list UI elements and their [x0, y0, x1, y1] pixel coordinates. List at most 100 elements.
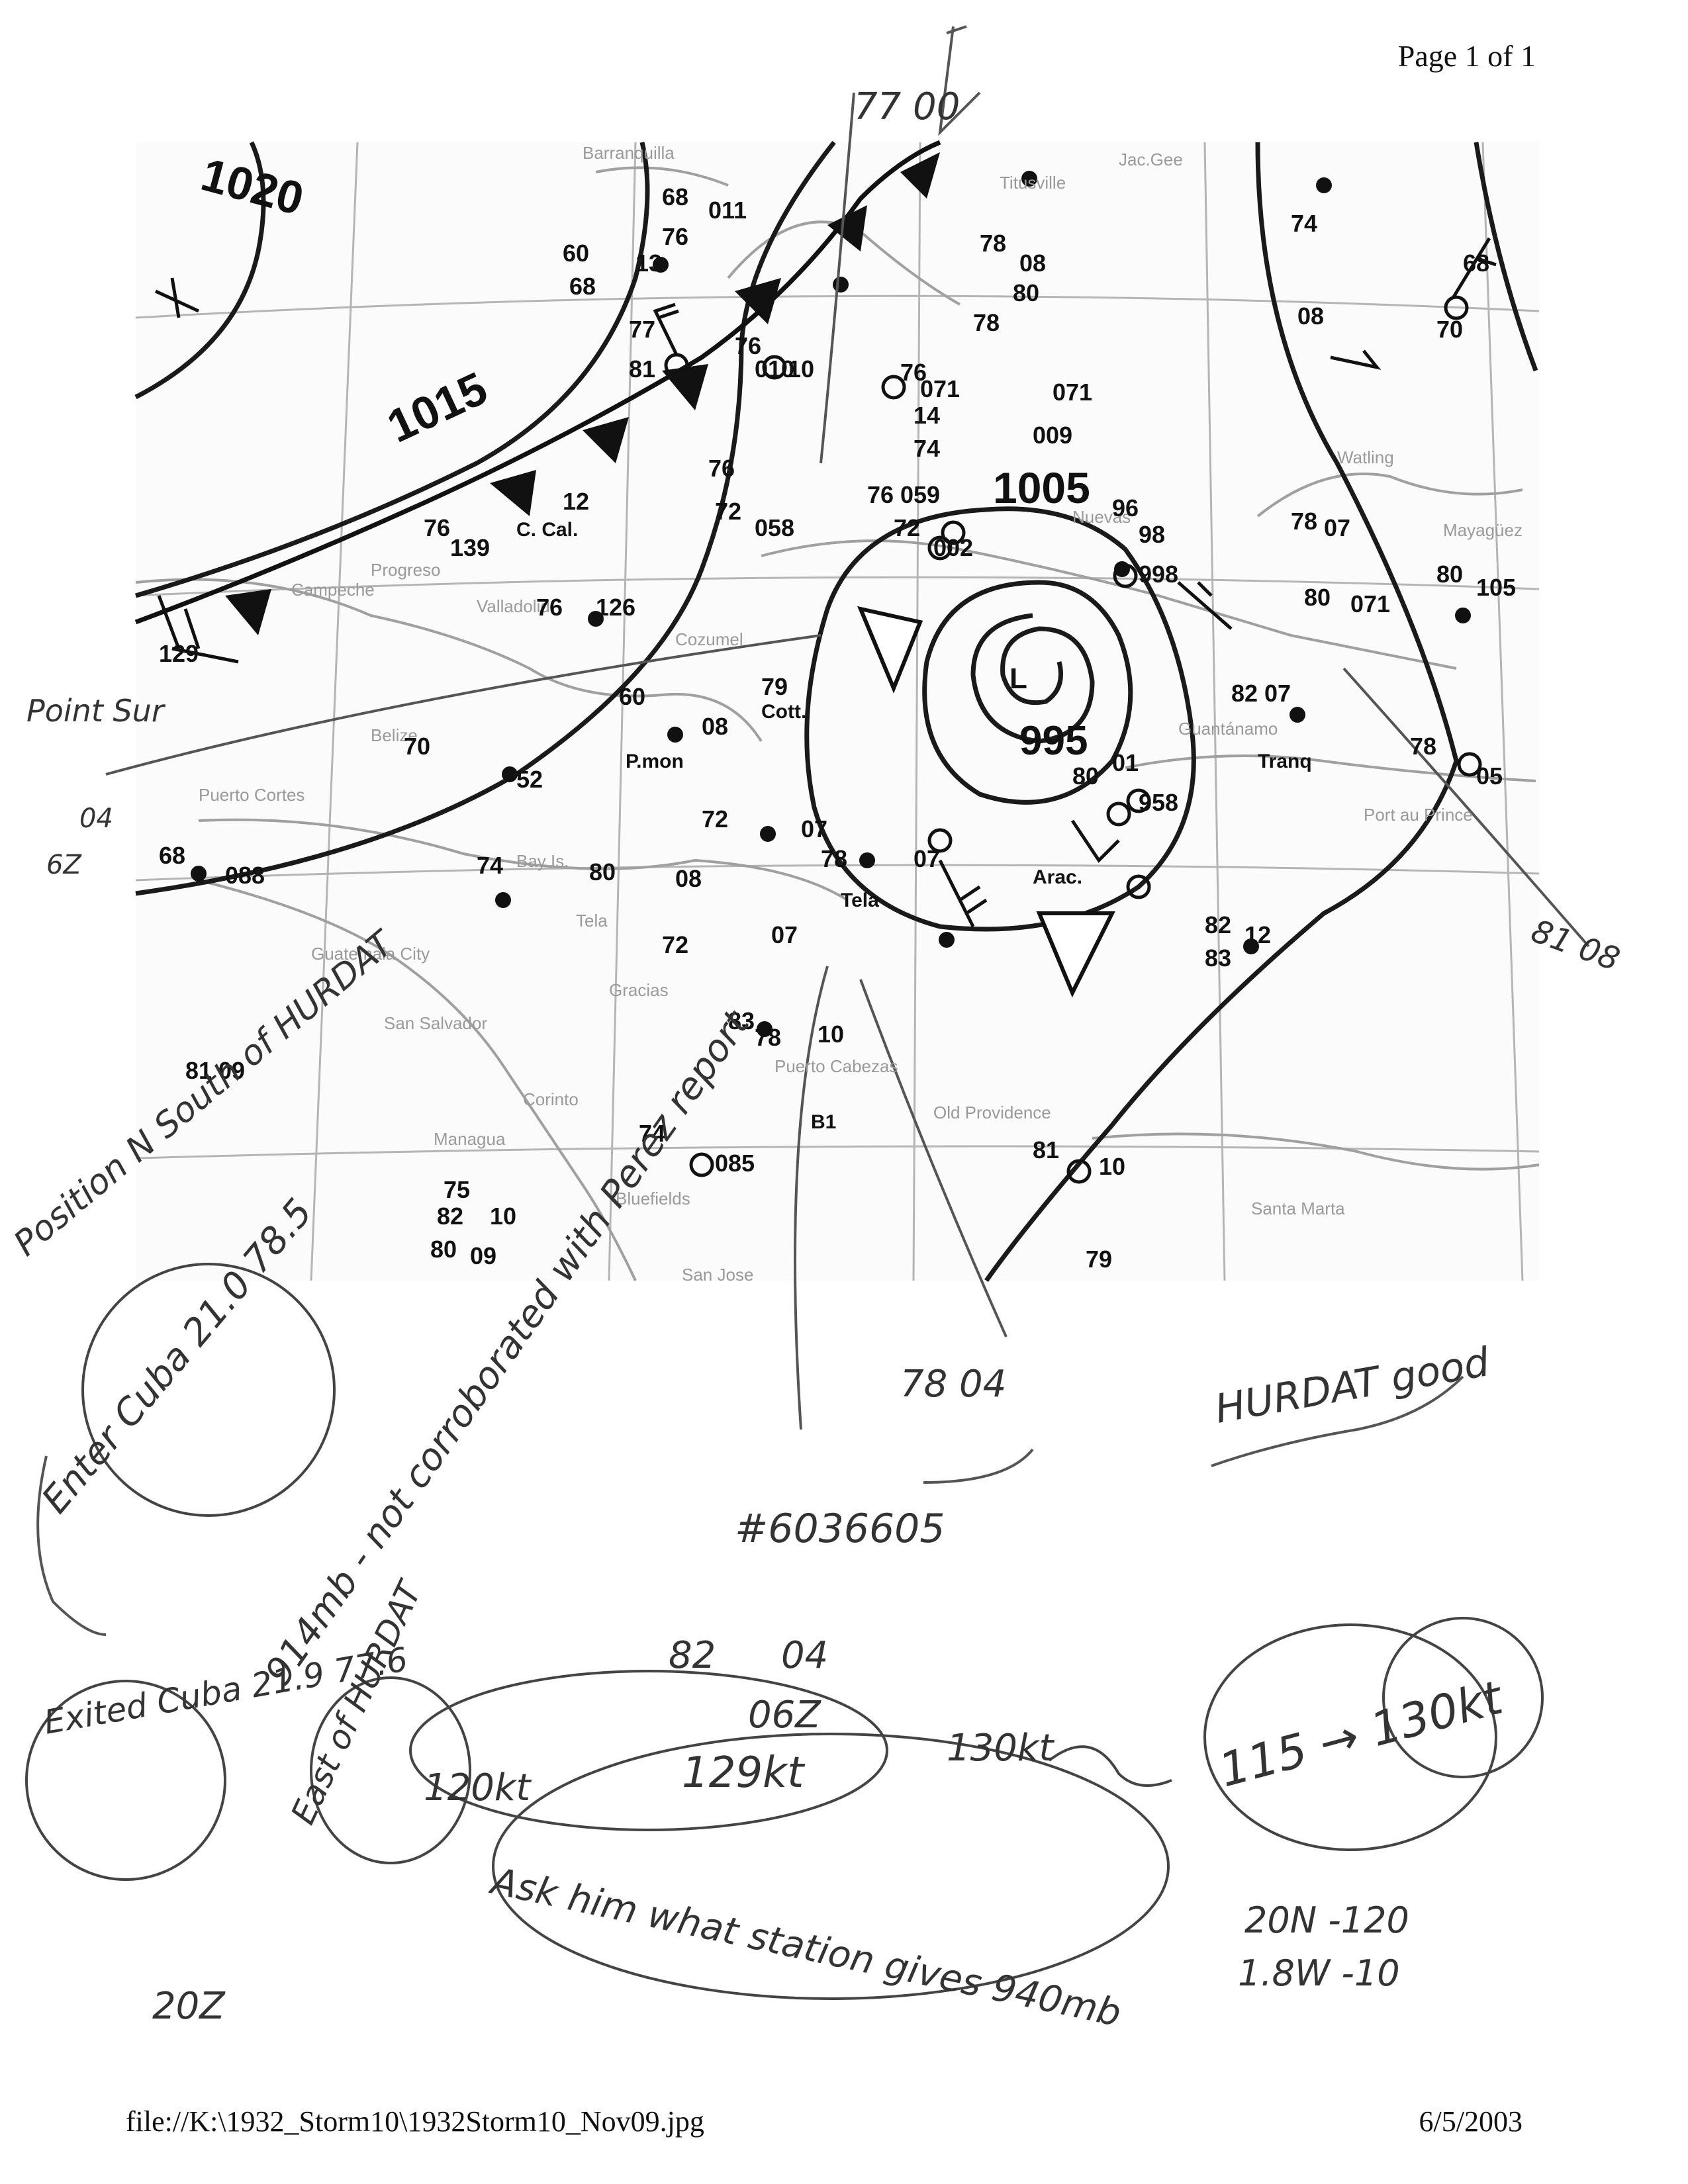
svg-text:Santa Marta: Santa Marta [1251, 1199, 1345, 1218]
svg-text:81: 81 [1033, 1136, 1059, 1163]
svg-text:74: 74 [639, 1120, 665, 1147]
svg-text:Watling: Watling [1337, 447, 1394, 467]
svg-text:C. Cal.: C. Cal. [516, 519, 578, 541]
svg-text:80: 80 [1013, 279, 1039, 306]
svg-text:80: 80 [1436, 561, 1463, 588]
svg-text:52: 52 [516, 766, 543, 793]
svg-text:09: 09 [218, 1057, 245, 1084]
svg-text:96: 96 [1112, 494, 1139, 522]
annotation-top: 77 00 [854, 85, 960, 128]
coastlines [135, 166, 1540, 1281]
svg-text:75: 75 [444, 1176, 470, 1203]
annotation-ask-him: Ask him what station gives 940mb [486, 1859, 1125, 2035]
svg-text:78: 78 [1410, 733, 1436, 760]
svg-text:San Jose: San Jose [682, 1265, 753, 1285]
date-footer: 6/5/2003 [1419, 2105, 1523, 2138]
front-markers [857, 606, 1115, 998]
svg-text:Puerto Cabezas: Puerto Cabezas [774, 1056, 898, 1076]
svg-text:70: 70 [1436, 316, 1463, 343]
svg-text:83: 83 [728, 1007, 755, 1034]
svg-text:Bluefields: Bluefields [616, 1189, 690, 1208]
page-number-label: Page 1 of 1 [1397, 39, 1536, 73]
annotation-kt-3: 130kt [947, 1727, 1055, 1770]
svg-text:Arac.: Arac. [1033, 866, 1082, 888]
low-center-label: L [1009, 662, 1027, 695]
map-background [135, 142, 1540, 1281]
svg-text:Cozumel: Cozumel [675, 629, 743, 649]
svg-text:011: 011 [708, 197, 747, 224]
svg-text:10: 10 [1099, 1153, 1125, 1180]
svg-text:07: 07 [914, 845, 940, 872]
annotation-point-sur-obs: 04 [79, 803, 113, 834]
svg-text:09: 09 [470, 1242, 496, 1269]
svg-text:74: 74 [914, 435, 940, 462]
svg-text:Jac.Gee: Jac.Gee [1119, 150, 1183, 169]
svg-text:Gracias: Gracias [609, 980, 669, 1000]
svg-text:059: 059 [900, 481, 940, 508]
station-labels: C. Cal. Cott. P.mon Tela Arac. Tranq B1 [516, 519, 1312, 1133]
svg-text:80: 80 [1304, 584, 1331, 611]
annotation-hurdat: HURDAT good [1211, 1339, 1493, 1433]
svg-text:78: 78 [980, 230, 1006, 257]
svg-text:Barranquilla: Barranquilla [583, 143, 675, 163]
svg-text:76: 76 [708, 455, 735, 482]
svg-text:002: 002 [933, 534, 973, 561]
svg-text:13: 13 [635, 250, 662, 277]
svg-text:958: 958 [1139, 789, 1178, 816]
svg-text:Guatemala City: Guatemala City [311, 944, 430, 964]
svg-text:139: 139 [450, 534, 490, 561]
station-dots [191, 171, 1471, 1037]
annotation-ellipses [25, 1263, 1544, 2000]
svg-text:12: 12 [563, 488, 589, 515]
svg-text:78: 78 [1291, 508, 1317, 535]
svg-text:80: 80 [589, 858, 616, 886]
svg-text:70: 70 [404, 733, 430, 760]
cold-front [134, 140, 941, 635]
svg-text:Guantánamo: Guantánamo [1178, 719, 1278, 739]
svg-text:83: 83 [1205, 944, 1231, 972]
svg-text:01: 01 [1112, 749, 1139, 776]
svg-text:77: 77 [629, 316, 655, 343]
svg-text:76: 76 [662, 223, 688, 250]
file-path-footer: file://K:\1932_Storm10\1932Storm10_Nov09… [126, 2105, 704, 2138]
svg-text:68: 68 [569, 273, 596, 300]
svg-text:76: 76 [867, 481, 894, 508]
svg-text:76: 76 [735, 332, 761, 359]
svg-text:Tela: Tela [576, 911, 608, 931]
svg-text:088: 088 [225, 862, 265, 889]
svg-text:San Salvador: San Salvador [384, 1013, 487, 1033]
svg-text:07: 07 [1264, 680, 1291, 707]
svg-text:72: 72 [894, 514, 920, 541]
svg-text:07: 07 [801, 815, 827, 842]
svg-text:08: 08 [675, 865, 702, 892]
svg-text:78: 78 [821, 845, 847, 872]
isobar-1015 [135, 142, 650, 598]
svg-text:05: 05 [1476, 762, 1503, 790]
svg-text:76: 76 [424, 514, 450, 541]
svg-text:72: 72 [662, 931, 688, 958]
annotation-id: #6036605 [735, 1506, 945, 1552]
svg-text:76: 76 [900, 359, 927, 386]
svg-text:058: 058 [755, 514, 794, 541]
svg-text:Progreso: Progreso [371, 560, 441, 580]
svg-text:68: 68 [1463, 250, 1489, 277]
svg-text:10: 10 [818, 1021, 844, 1048]
pencil-lines [36, 25, 1590, 1636]
svg-text:72: 72 [702, 805, 728, 833]
annotation-point-sur-time: 6Z [46, 850, 82, 880]
svg-text:998: 998 [1139, 561, 1178, 588]
isobar-far-east [1474, 142, 1538, 372]
svg-text:Puerto Cortes: Puerto Cortes [199, 785, 305, 805]
svg-text:Mayagüez: Mayagüez [1443, 520, 1523, 540]
svg-text:74: 74 [477, 852, 503, 879]
svg-text:Corinto: Corinto [523, 1089, 579, 1109]
svg-text:Valladolid: Valladolid [477, 596, 550, 616]
svg-text:82: 82 [1205, 911, 1231, 938]
svg-text:07: 07 [1324, 514, 1350, 541]
place-names: Barranquilla Jac.Gee Titusville Nuevas W… [199, 143, 1523, 1285]
svg-text:81: 81 [185, 1057, 212, 1084]
svg-text:72: 72 [715, 498, 741, 525]
svg-text:60: 60 [619, 683, 645, 710]
svg-text:Campeche: Campeche [291, 580, 375, 600]
